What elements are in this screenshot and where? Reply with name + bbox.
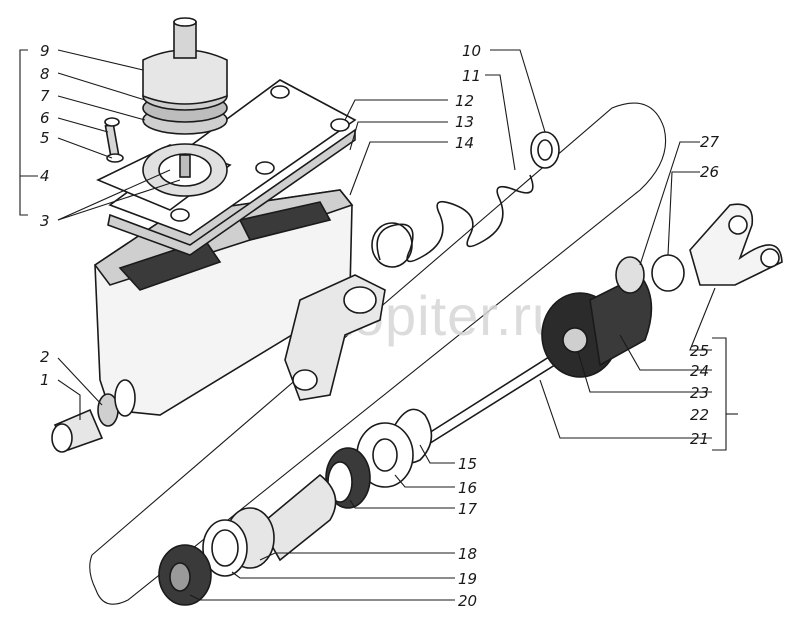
callout-3: 3 [40,212,50,230]
callout-17: 17 [458,500,478,518]
callout-27: 27 [700,133,720,151]
callout-14: 14 [455,134,474,152]
callout-12: 12 [455,92,474,110]
callout-26: 26 [700,163,719,181]
callout-5: 5 [40,129,50,147]
piston-assembly [158,408,433,606]
callout-7: 7 [40,87,50,105]
valve-assembly [96,17,232,211]
leader-lines [19,49,738,601]
callout-21: 21 [690,430,709,448]
callout-15: 15 [458,455,477,473]
callout-4: 4 [40,167,50,185]
callout-16: 16 [458,479,477,497]
spring [371,131,560,268]
pushrod-assembly [408,203,783,454]
callout-2: 2 [40,348,50,366]
callout-23: 23 [690,384,709,402]
callout-18: 18 [458,545,477,563]
callout-11: 11 [462,67,481,85]
callout-9: 9 [40,42,50,60]
cylinder-body [93,189,386,416]
callout-25: 25 [690,342,709,360]
cylinder-outline [89,102,667,605]
callout-1: 1 [40,371,50,389]
callout-24: 24 [690,362,709,380]
callout-20: 20 [458,592,477,610]
callout-22: 22 [690,406,709,424]
callout-labels: 9 8 7 6 5 4 3 2 1 10 11 12 13 14 27 26 2… [40,42,720,610]
callout-10: 10 [462,42,481,60]
callout-6: 6 [40,109,50,127]
callout-13: 13 [455,113,474,131]
callout-8: 8 [40,65,50,83]
outlet-fitting [51,379,136,453]
callout-19: 19 [458,570,477,588]
